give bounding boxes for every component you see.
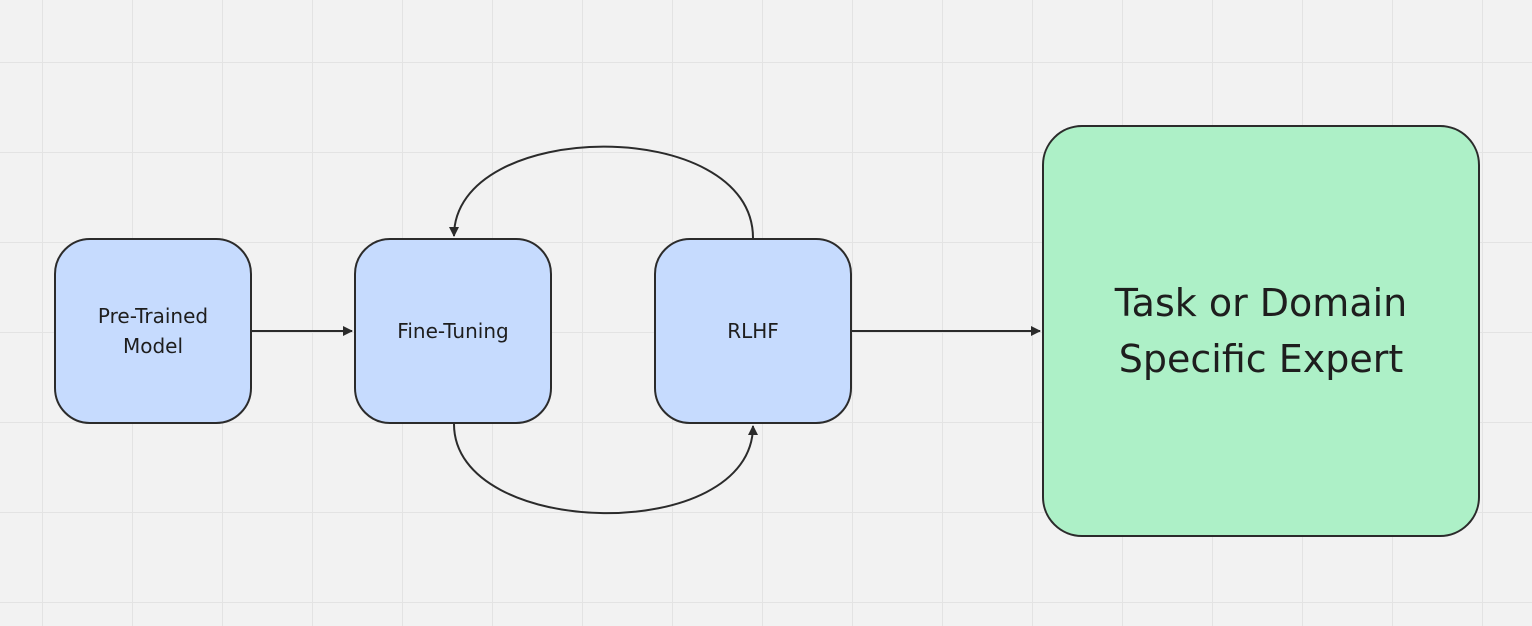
node-task-domain-expert-label: Task or Domain Specific Expert [1114,281,1408,381]
edge-finetuning-to-rlhf [453,423,758,515]
node-pretrained-model[interactable]: Pre-Trained Model [54,238,252,424]
node-rlhf-label: RLHF [727,319,779,343]
node-fine-tuning-label: Fine-Tuning [397,319,509,343]
node-fine-tuning[interactable]: Fine-Tuning [354,238,552,424]
edge-rlhf-to-finetuning [449,145,754,239]
node-rlhf[interactable]: RLHF [654,238,852,424]
node-pretrained-model-label: Pre-Trained Model [97,304,209,358]
node-task-domain-expert[interactable]: Task or Domain Specific Expert [1042,125,1480,537]
